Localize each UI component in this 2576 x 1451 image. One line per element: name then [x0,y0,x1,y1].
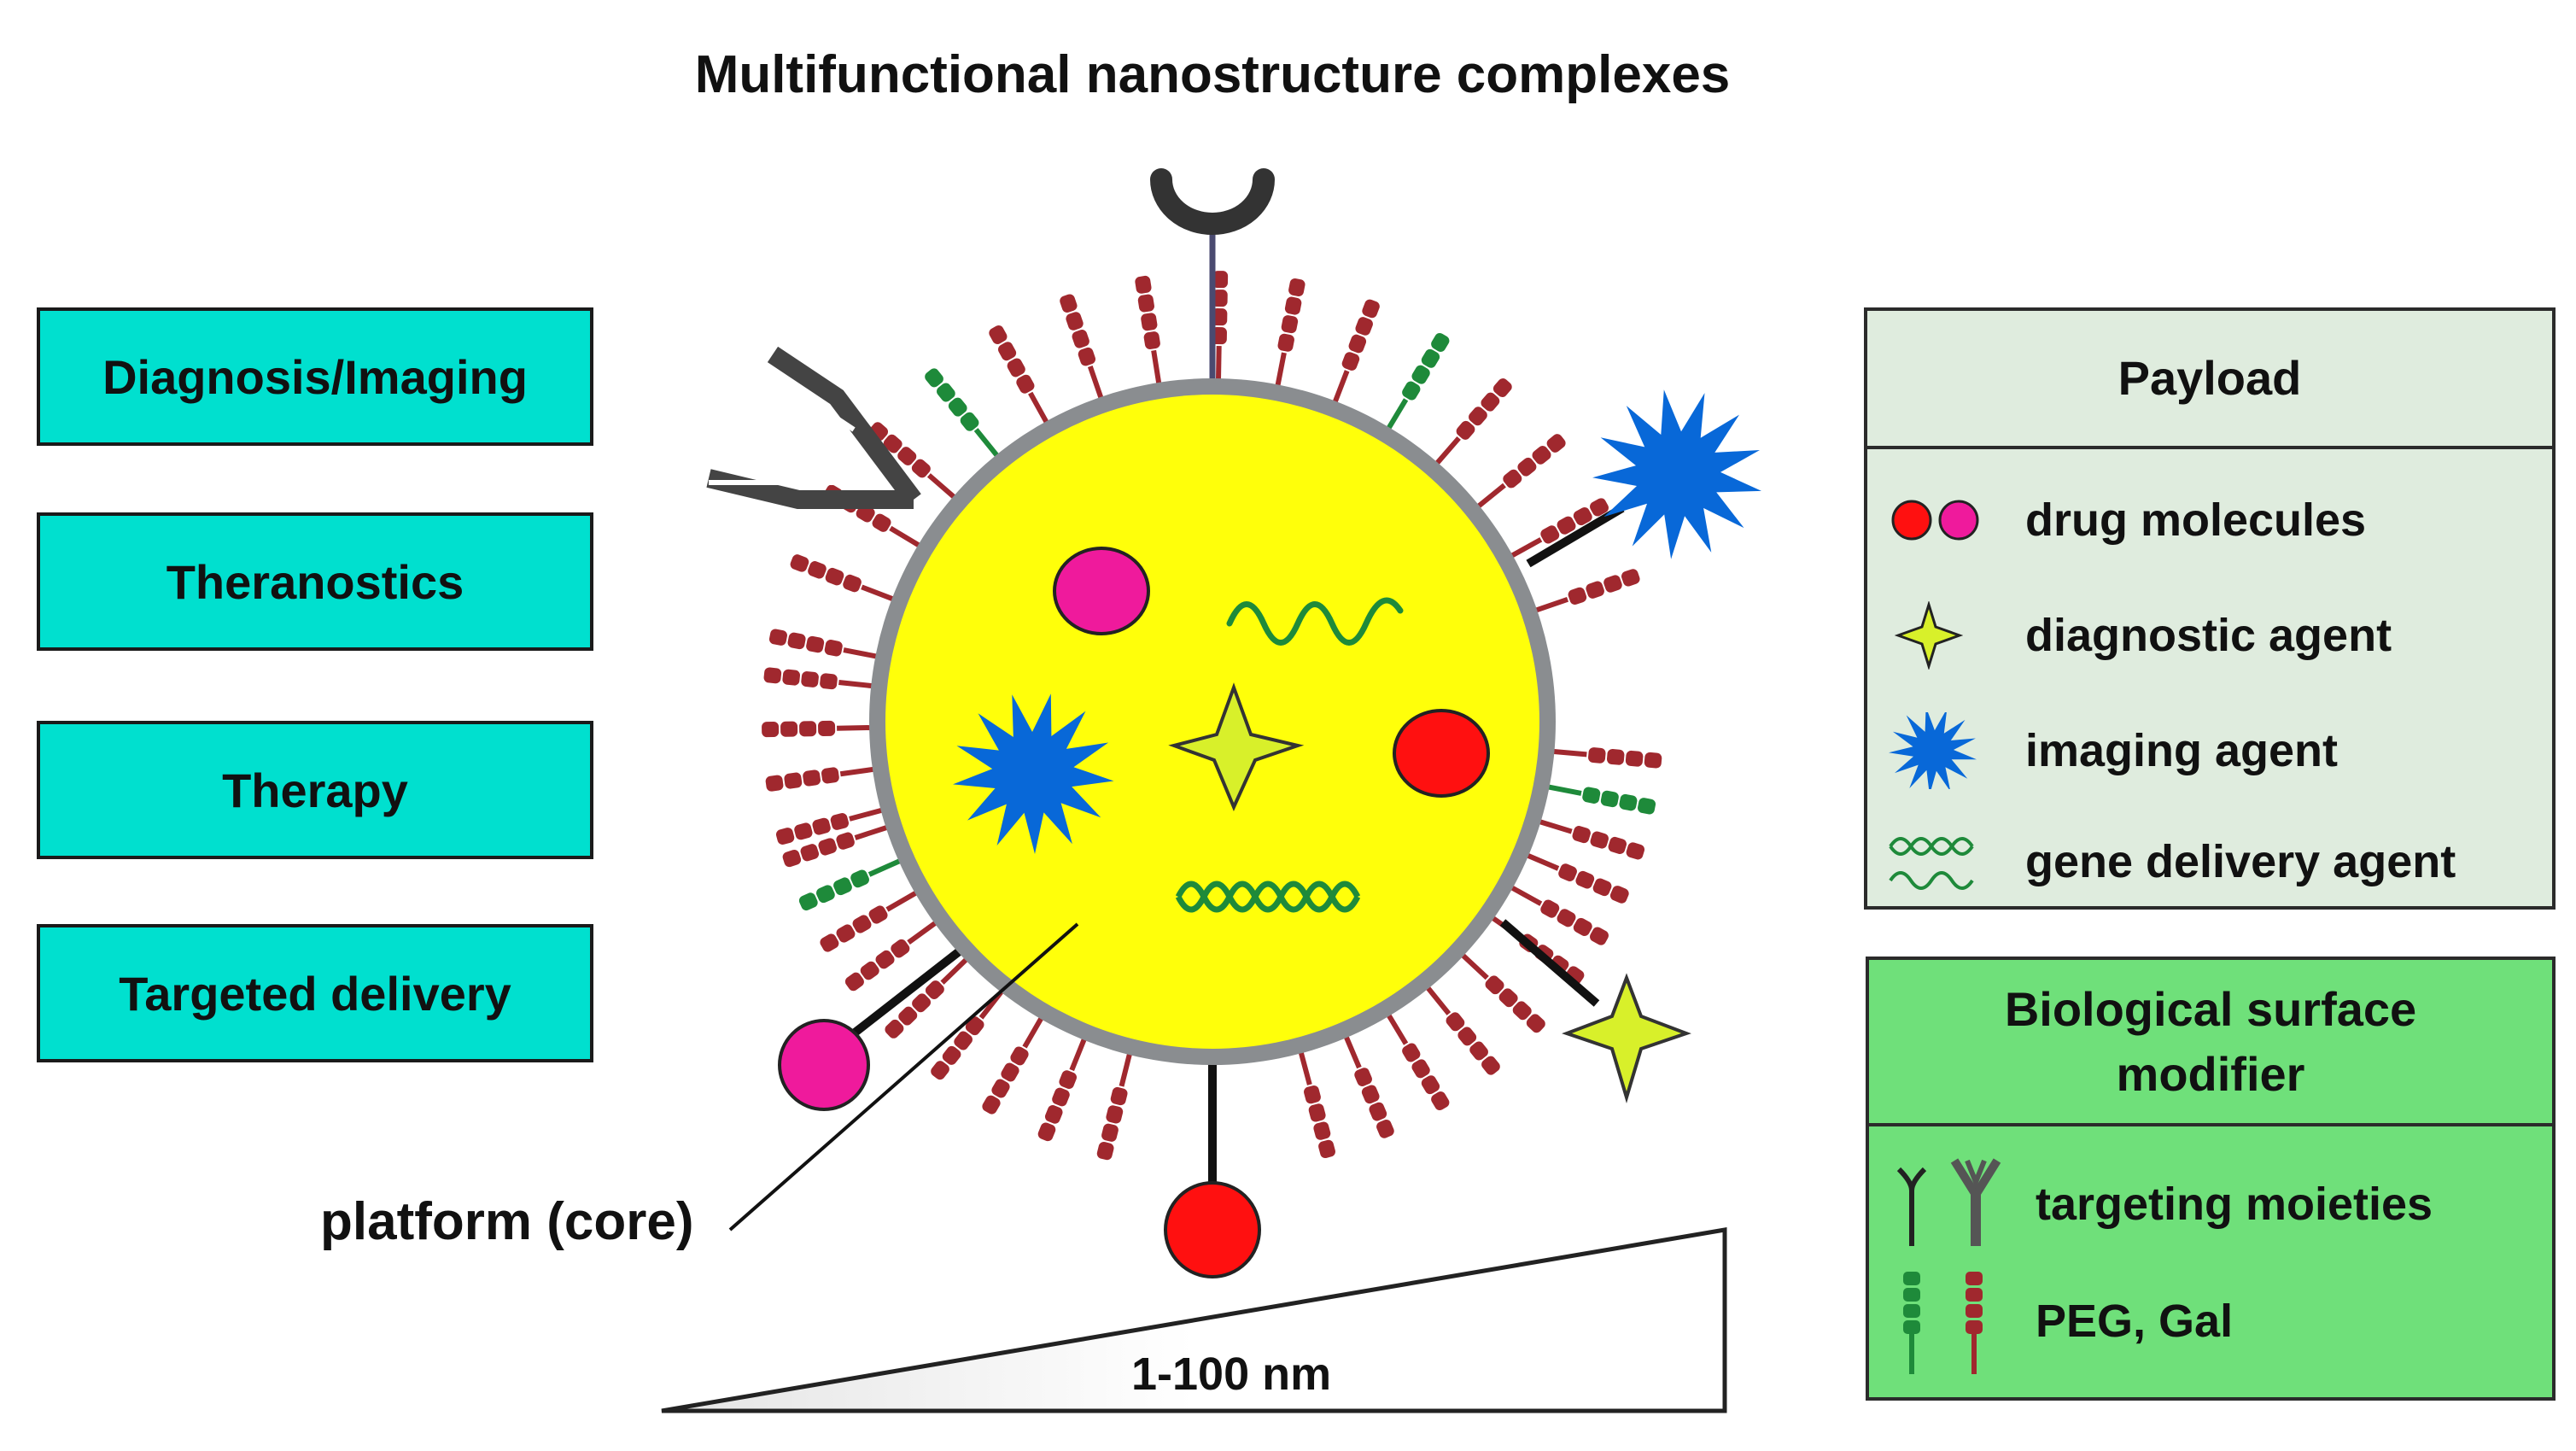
peg-chain-red [1537,814,1646,861]
peg-chain-red [1134,275,1166,385]
legend-row-drug: drug molecules [1867,482,2550,559]
legend-label-peg: PEG, Gal [2036,1296,2234,1347]
surface-modifier-panel: Biological surface modifier targeting mo… [1866,957,2556,1401]
legend-row-imaging: imaging agent [1867,712,2550,789]
attachment-red-drug [1164,1055,1261,1278]
peg-chain-green [923,366,1004,461]
core [885,395,1539,1049]
application-box-theranostics: Theranostics [37,512,593,651]
peg-chain-green [1381,331,1451,433]
dna-icon [1889,837,1974,890]
star-icon [1895,601,1963,670]
scale-label: 1-100 nm [1131,1349,1332,1400]
peg-chain-red [1552,744,1662,769]
peg-chain-red [1096,1051,1137,1161]
legend-label-targeting: targeting moieties [2036,1179,2433,1230]
diagnostic-agent-core [1168,682,1305,812]
peg-chain-green [797,853,903,912]
scale-wedge [661,1227,1727,1413]
legend-row-gene: gene delivery agent [1867,823,2550,900]
application-box-targeted-delivery: Targeted delivery [37,924,593,1062]
payload-panel: Payload drug molecules diagnostic agent … [1864,307,2556,910]
drug-molecule-red [1393,709,1490,798]
peg-chain-red [1294,1050,1337,1159]
peg-chain-green [1546,779,1656,815]
peg-chain-red [1507,496,1610,563]
drug-molecules-icon [1891,500,1979,541]
peg-chain-red [768,628,879,664]
attachment-pink-drug [778,940,973,1111]
peg-chain-icon [1903,1272,1983,1374]
peg-chain-red [1524,848,1631,905]
peg-chain-red [763,667,873,693]
legend-label-diagnostic: diagnostic agent [2025,610,2392,661]
peg-chain-red [1473,432,1568,513]
imaging-agent-outer [1592,389,1761,559]
peg-chain-red [765,762,875,793]
peg-chain-red [1059,293,1109,401]
peg-chain-red [987,324,1054,427]
peg-chain-red [1037,1036,1092,1143]
peg-chain-red [1431,377,1515,469]
imaging-agent-core [953,693,1114,854]
peg-chain-red [1270,278,1306,388]
peg-chain-red [762,720,871,737]
antibody-icon [1896,1158,2001,1246]
figure-title: Multifunctional nanostructure complexes [694,45,1731,104]
legend-label-drug: drug molecules [2025,494,2367,546]
burst-icon [1889,712,1977,789]
payload-header: Payload [1867,311,2552,449]
legend-label-gene: gene delivery agent [2025,836,2456,887]
legend-row-targeting: targeting moieties [1869,1152,2552,1255]
legend-row-peg: PEG, Gal [1869,1267,2552,1378]
attachment-star [1499,919,1691,1103]
diagnostic-agent-outer [1562,973,1691,1103]
attachment-receptor [1150,168,1275,389]
peg-chain-red [1328,298,1381,406]
drug-molecule-pink [1053,547,1150,635]
peg-chain-red [980,1014,1049,1116]
attachment-antibody [706,346,921,509]
core-label: platform (core) [320,1192,694,1251]
application-box-diagnosis-imaging: Diagnosis/Imaging [37,307,593,446]
attachment-blue-burst [1526,389,1761,568]
peg-chain-red [1422,982,1503,1077]
peg-chain-red [1339,1033,1396,1140]
application-box-therapy: Therapy [37,721,593,859]
dna-helix [1175,881,1361,913]
gene-strand [1226,597,1404,646]
peg-chain-red [1533,568,1641,618]
legend-label-imaging: imaging agent [2025,725,2339,776]
peg-chain-red [1381,1010,1451,1112]
peg-chain-red [789,553,897,606]
peg-chain-red [929,986,1008,1082]
peg-chain-red [1457,949,1547,1034]
surface-modifier-header: Biological surface modifier [1869,960,2552,1126]
core-leader-line [728,922,1079,1232]
legend-row-diagnostic: diagnostic agent [1867,597,2550,674]
